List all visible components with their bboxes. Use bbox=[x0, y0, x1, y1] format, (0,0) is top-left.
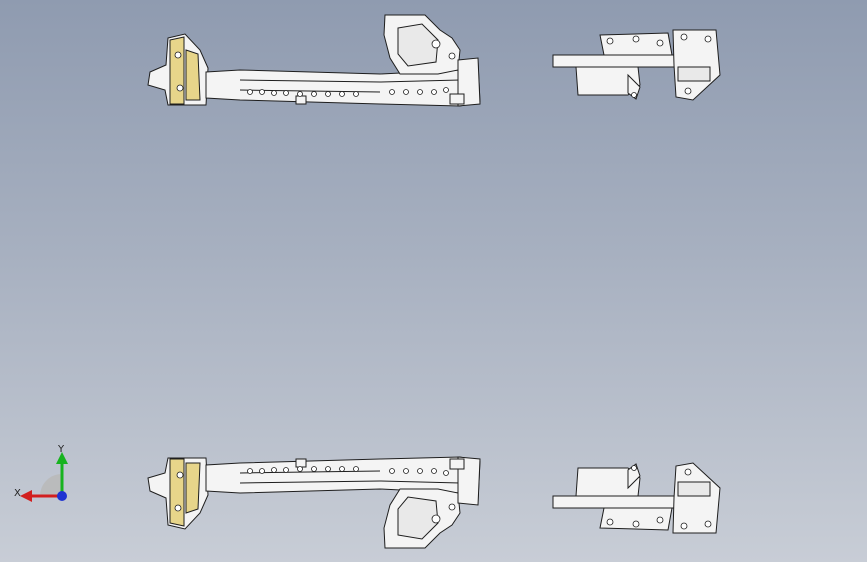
axis-y-label: Y bbox=[57, 444, 65, 455]
rear-bracket-bottom-right[interactable] bbox=[548, 458, 728, 538]
axis-z-dot bbox=[57, 491, 67, 501]
rail-top-left-holes bbox=[174, 39, 456, 97]
rear-bracket-bottom-right-holes bbox=[606, 465, 712, 530]
axis-x-arrow bbox=[20, 490, 62, 502]
rail-bottom-left-holes bbox=[174, 466, 456, 524]
rear-bracket-top-right-drawing bbox=[552, 29, 721, 101]
rail-assembly-top-left[interactable] bbox=[140, 10, 490, 115]
rear-bracket-top-right[interactable] bbox=[548, 25, 728, 105]
axis-y-arrow bbox=[56, 452, 68, 496]
rear-bracket-top-right-holes bbox=[606, 33, 712, 98]
axis-x-label: X bbox=[14, 488, 21, 499]
rail-assembly-top-left-drawing bbox=[147, 14, 481, 107]
rail-assembly-bottom-left[interactable] bbox=[140, 448, 490, 553]
rail-assembly-bottom-left-drawing bbox=[147, 456, 481, 549]
triad-quadrant bbox=[40, 474, 62, 496]
orientation-triad: Y X bbox=[10, 440, 80, 510]
rear-bracket-bottom-right-drawing bbox=[552, 462, 721, 534]
